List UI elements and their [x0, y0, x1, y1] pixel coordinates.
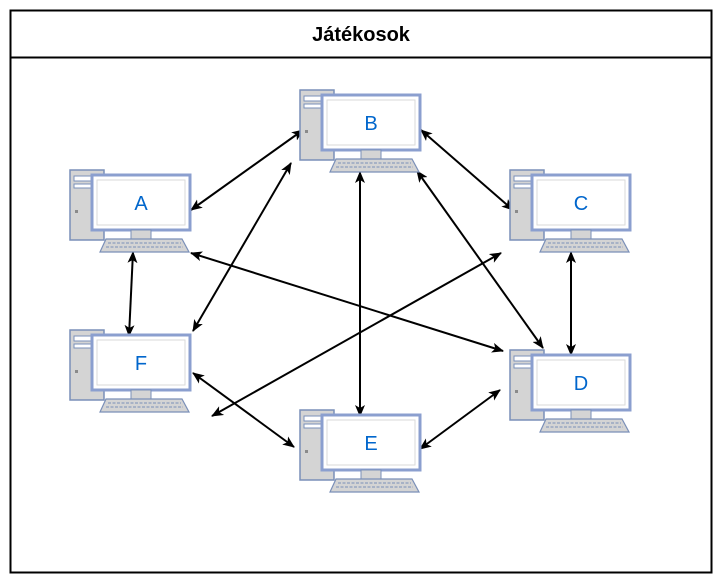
monitor-stand: [360, 469, 382, 480]
monitor-screen: [96, 179, 186, 226]
desktop-computer-icon: [299, 89, 422, 173]
monitor-screen: [536, 179, 626, 226]
keyboard: [539, 238, 631, 253]
monitor-stand: [360, 149, 382, 160]
edge-a-f: [124, 251, 138, 337]
monitor-stand: [570, 409, 592, 420]
node-label: D: [574, 373, 588, 395]
node-label: E: [364, 433, 377, 455]
frame-title: Játékosok: [312, 24, 411, 46]
monitor-screen: [326, 99, 416, 146]
desktop-computer-icon: [509, 169, 632, 253]
node-e: E: [299, 409, 422, 493]
keyboard: [99, 238, 191, 253]
edge-f-e: [192, 372, 295, 448]
keyboard: [539, 418, 631, 433]
monitor-screen: [96, 339, 186, 386]
monitor-screen: [536, 359, 626, 406]
monitor-screen: [326, 419, 416, 466]
keyboard: [329, 158, 421, 173]
node-a: A: [69, 169, 192, 253]
desktop-computer-icon: [299, 409, 422, 493]
edge-b-f: [192, 162, 292, 332]
node-d: D: [509, 349, 632, 433]
monitor-stand: [130, 389, 152, 400]
node-c: C: [509, 169, 632, 253]
power-led: [305, 450, 308, 453]
node-label: A: [134, 193, 148, 215]
node-b: B: [299, 89, 422, 173]
power-led: [515, 390, 518, 393]
node-label: B: [364, 113, 377, 135]
desktop-computer-icon: [509, 349, 632, 433]
desktop-computer-icon: [69, 329, 192, 413]
monitor-stand: [130, 229, 152, 240]
power-led: [305, 130, 308, 133]
keyboard: [329, 478, 421, 493]
node-label: C: [574, 193, 588, 215]
power-led: [75, 210, 78, 213]
edge-e-d: [419, 389, 501, 450]
edges-layer: [124, 129, 576, 450]
power-led: [515, 210, 518, 213]
keyboard: [99, 398, 191, 413]
nodes-layer: A B C D E F: [69, 89, 632, 493]
monitor-stand: [570, 229, 592, 240]
node-f: F: [69, 329, 192, 413]
desktop-computer-icon: [69, 169, 192, 253]
node-label: F: [135, 353, 147, 375]
power-led: [75, 370, 78, 373]
